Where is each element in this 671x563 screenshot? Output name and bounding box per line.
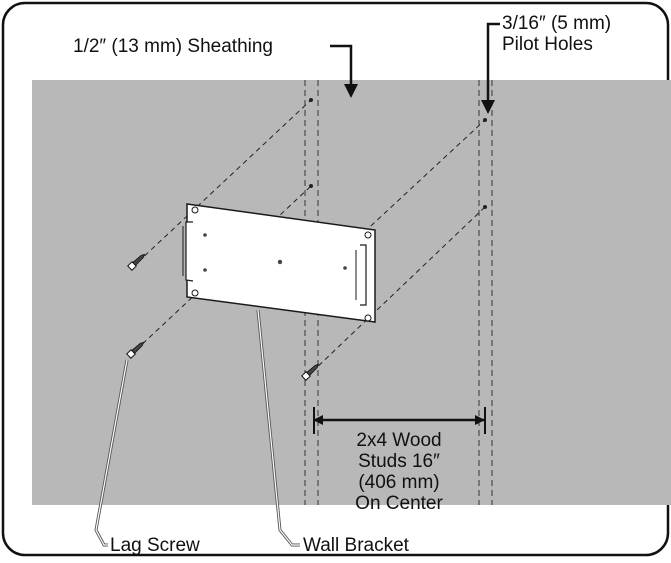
pilot-holes-label-line1: 3/16″ (5 mm) bbox=[502, 13, 611, 34]
bracket-hole bbox=[191, 206, 199, 214]
bracket-hole bbox=[364, 231, 372, 239]
bracket-left-flange bbox=[185, 221, 194, 282]
pilot-holes-leader bbox=[486, 22, 500, 102]
lag-screw-label: Lag Screw bbox=[110, 535, 200, 556]
wall-bracket-leader bbox=[257, 309, 300, 546]
alignment-line bbox=[311, 206, 486, 373]
lag-screw-leader bbox=[95, 359, 128, 546]
bracket-right-flange bbox=[360, 244, 367, 306]
wall-bracket bbox=[182, 203, 376, 323]
lag-screw bbox=[127, 253, 146, 271]
lag-screws bbox=[126, 253, 320, 381]
studs-label-line2: Studs 16″ bbox=[358, 451, 440, 472]
studs-label-line1: 2x4 Wood bbox=[356, 430, 441, 451]
bracket-hole bbox=[191, 289, 199, 297]
pilot-holes-arrowhead bbox=[481, 100, 495, 114]
lag-screw bbox=[301, 363, 320, 381]
alignment-line bbox=[137, 99, 312, 263]
studs-label-line3: (406 mm) bbox=[358, 472, 439, 493]
wall-bracket-label: Wall Bracket bbox=[303, 535, 410, 556]
sheathing-label: 1/2″ (13 mm) Sheathing bbox=[73, 36, 273, 57]
studs-label-line4: On Center bbox=[355, 493, 443, 514]
lag-screw bbox=[126, 341, 145, 359]
bracket-hole bbox=[364, 314, 372, 322]
sheathing-leader bbox=[330, 44, 353, 86]
pilot-holes-label-line2: Pilot Holes bbox=[502, 34, 593, 55]
sheathing-arrowhead bbox=[344, 84, 358, 98]
